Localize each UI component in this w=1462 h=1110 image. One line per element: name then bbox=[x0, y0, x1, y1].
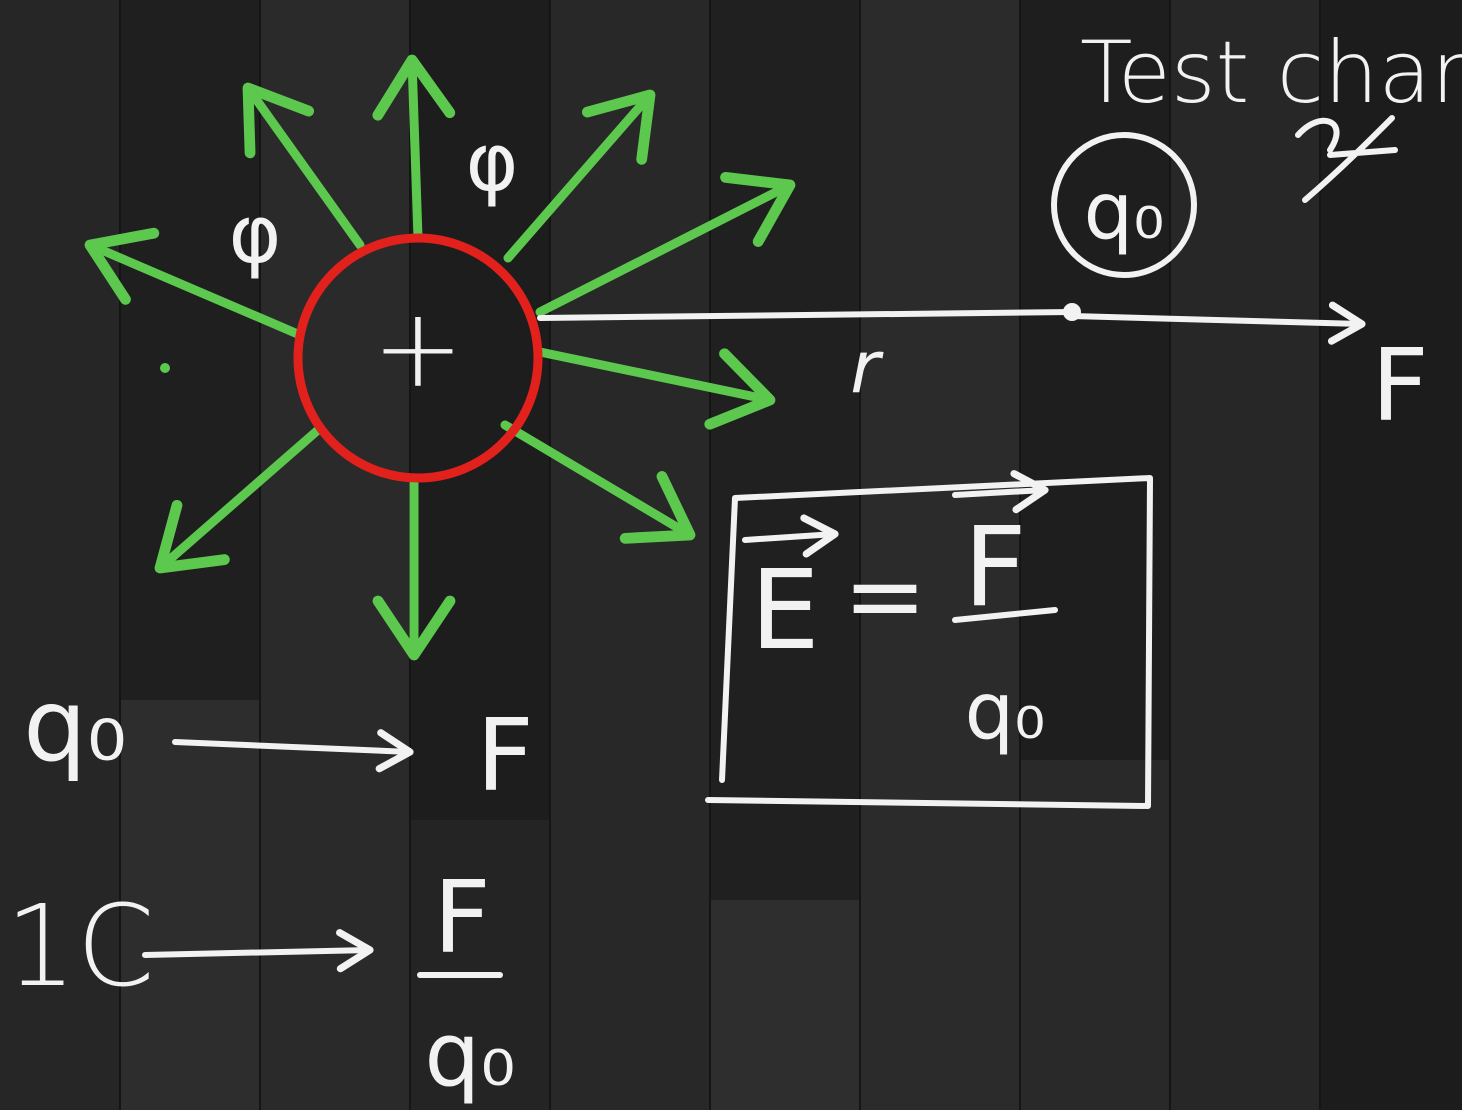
note-1-from: q₀ bbox=[23, 667, 127, 784]
field-line-arrow bbox=[500, 420, 696, 544]
note-2-from: 1C bbox=[5, 882, 154, 1012]
formula-lhs: E bbox=[750, 546, 820, 674]
formula-denominator: q₀ bbox=[965, 667, 1046, 757]
note-line-1: q₀ F bbox=[23, 667, 534, 814]
note-1-arrow bbox=[172, 729, 414, 773]
vector-arrow-e bbox=[742, 514, 839, 558]
note-line-2: 1C F q₀ bbox=[5, 859, 515, 1106]
test-charge-heading: Test char bbox=[1080, 23, 1462, 123]
distance-vector bbox=[537, 301, 1366, 345]
force-label: F bbox=[1371, 327, 1429, 444]
field-line-arrow bbox=[84, 227, 305, 340]
field-line-arrow bbox=[535, 171, 796, 317]
note-1-to: F bbox=[476, 697, 534, 814]
fraction-bar bbox=[952, 607, 1058, 623]
field-line-arrow bbox=[503, 89, 656, 263]
test-charge-symbol: q₀ bbox=[1084, 167, 1165, 257]
source-charge-sign: + bbox=[372, 284, 464, 412]
electric-field-lines bbox=[84, 54, 796, 661]
field-line-arrow bbox=[372, 54, 456, 243]
field-line-arrow bbox=[535, 347, 776, 430]
field-line-arrow bbox=[154, 425, 323, 574]
scribble-mark bbox=[1295, 115, 1398, 203]
chalk-dot bbox=[160, 363, 170, 373]
source-charge-ring bbox=[293, 233, 543, 483]
note-2-numerator: F bbox=[433, 859, 491, 976]
note-2-denominator: q₀ bbox=[424, 1003, 515, 1106]
test-charge-circle bbox=[1051, 132, 1197, 278]
formula-box: E = F q₀ bbox=[705, 470, 1153, 809]
note-2-arrow bbox=[142, 929, 374, 973]
field-line-label: φ bbox=[466, 116, 519, 209]
distance-label: r bbox=[850, 325, 884, 409]
formula-equals: = bbox=[843, 537, 927, 654]
force-arrow bbox=[1069, 301, 1366, 345]
vector-arrow-f bbox=[952, 470, 1049, 514]
field-line-arrow bbox=[242, 82, 365, 250]
formula-numerator: F bbox=[963, 503, 1026, 631]
source-charge: + bbox=[293, 233, 543, 483]
field-line-label: φ bbox=[229, 188, 282, 281]
